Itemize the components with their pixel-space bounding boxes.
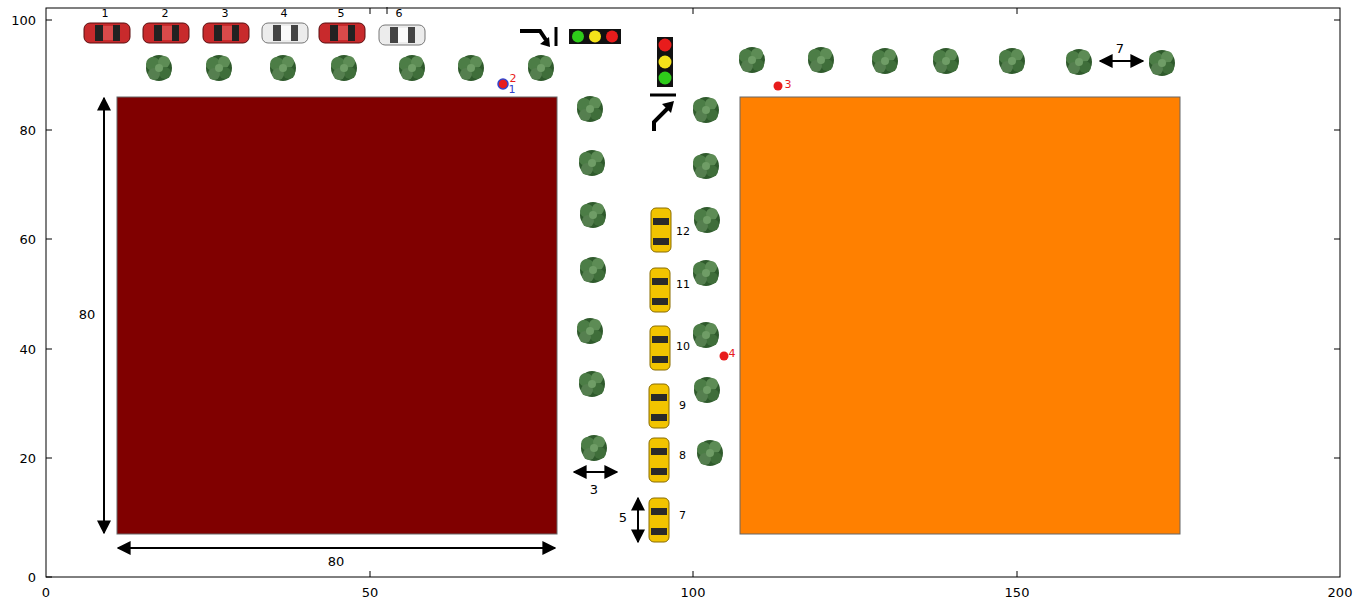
dimension-label: 5 (619, 511, 627, 524)
car-number: 1 (102, 8, 109, 19)
axis-tick: 200 (1328, 586, 1353, 599)
car-number: 3 (222, 8, 229, 19)
axis-tick: 150 (1005, 586, 1030, 599)
dimension-label: 3 (590, 483, 598, 496)
axis-tick: 50 (362, 586, 379, 599)
point-label: 3 (785, 79, 792, 90)
axis-tick: 0 (28, 571, 36, 584)
car-number: 9 (679, 400, 686, 411)
axis-tick: 100 (11, 14, 36, 27)
axis-tick: 40 (19, 343, 36, 356)
car-number: 4 (281, 8, 288, 19)
car-number: 12 (676, 226, 690, 237)
car-number: 7 (679, 510, 686, 521)
axis-tick: 60 (19, 233, 36, 246)
dimension-label: 80 (328, 555, 345, 568)
car-number: 11 (676, 279, 690, 290)
car-number: 6 (396, 8, 403, 19)
point-label: 2 (510, 73, 517, 84)
car-number: 2 (162, 8, 169, 19)
axis-tick: 0 (42, 586, 50, 599)
point-label: 1 (509, 84, 516, 95)
axis-tick: 100 (681, 586, 706, 599)
car-number: 8 (679, 450, 686, 461)
point-label: 4 (729, 348, 736, 359)
dimension-label: 80 (79, 308, 96, 321)
axis-tick: 80 (19, 124, 36, 137)
dimension-label: 7 (1116, 42, 1124, 55)
car-number: 10 (676, 341, 690, 352)
car-number: 5 (338, 8, 345, 19)
axis-tick: 20 (19, 452, 36, 465)
